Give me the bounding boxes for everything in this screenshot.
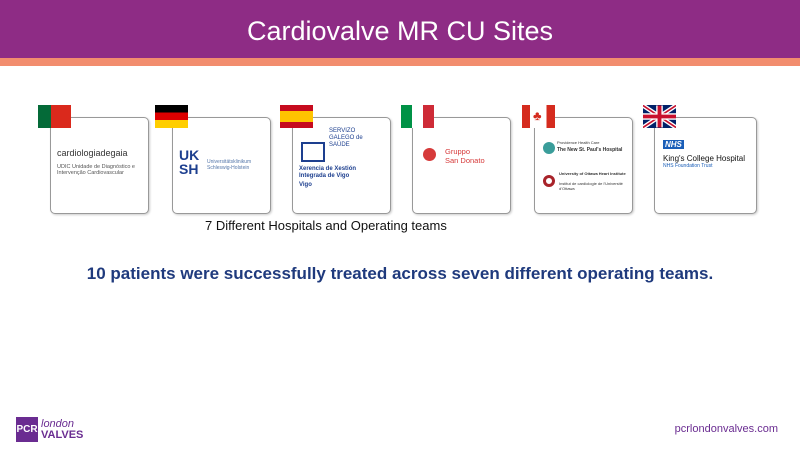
logo-text: Gruppo San Donato <box>445 147 485 165</box>
site-card-uk: NHS King's College Hospital NHS Foundati… <box>654 117 757 214</box>
logo-valves: VALVES <box>41 428 84 441</box>
germany-flag-icon <box>155 105 188 128</box>
nhs-logo: NHS <box>663 140 684 150</box>
logo-text: Xerencia de Xestión Integrada de Vigo <box>299 166 357 179</box>
logo-text: King's College Hospital <box>663 154 746 163</box>
site-card-portugal: cardiologiadegaia UDIC Unidade de Diagnó… <box>50 117 149 214</box>
logo-text: University of Ottawa Heart Institute <box>559 171 626 176</box>
uk-flag-icon <box>643 105 676 128</box>
logo-text: Universitätsklinikum Schleswig-Holstein <box>207 159 252 171</box>
heart-institute-icon <box>543 175 555 187</box>
logo-text: UK SH <box>179 147 200 177</box>
providence-icon <box>543 142 555 154</box>
pcr-logo-mark: PCR <box>16 417 38 442</box>
site-card-germany: UK SH Universitätsklinikum Schleswig-Hol… <box>172 117 271 214</box>
logo-text: Institut de cardiologie de l'Université … <box>559 181 623 191</box>
site-card-canada: Providence Health Care The New St. Paul'… <box>534 117 633 214</box>
pcr-london-valves-logo: PCR london VALVES <box>16 417 83 442</box>
san-donato-icon <box>423 148 436 161</box>
website-link[interactable]: pcrlondonvalves.com <box>674 423 778 435</box>
logo-text: The New St. Paul's Hospital <box>557 147 623 153</box>
portugal-flag-icon <box>38 105 71 128</box>
logo-text: Vigo <box>299 182 312 188</box>
sergas-cross-icon <box>301 142 325 162</box>
logo-text: SERVIZO GALEGO de SAÚDE <box>329 128 363 148</box>
logo-text: cardiologiadegaia <box>57 148 128 158</box>
spain-flag-icon <box>280 105 313 128</box>
logo-london: london <box>41 417 75 430</box>
header-stripe <box>0 58 800 66</box>
site-card-italy: Gruppo San Donato <box>412 117 511 214</box>
logo-text: NHS Foundation Trust <box>663 163 713 169</box>
hospitals-caption: 7 Different Hospitals and Operating team… <box>205 218 447 233</box>
logo-text: Providence Health Care <box>557 140 600 145</box>
slide-title: Cardiovalve MR CU Sites <box>0 0 800 58</box>
results-statement: 10 patients were successfully treated ac… <box>86 264 714 283</box>
logo-text: UDIC Unidade de Diagnóstico e Intervençã… <box>57 164 135 177</box>
italy-flag-icon <box>401 105 434 128</box>
site-card-spain: SERVIZO GALEGO de SAÚDE Xerencia de Xest… <box>292 117 391 214</box>
canada-flag-icon: ♣ <box>522 105 555 128</box>
